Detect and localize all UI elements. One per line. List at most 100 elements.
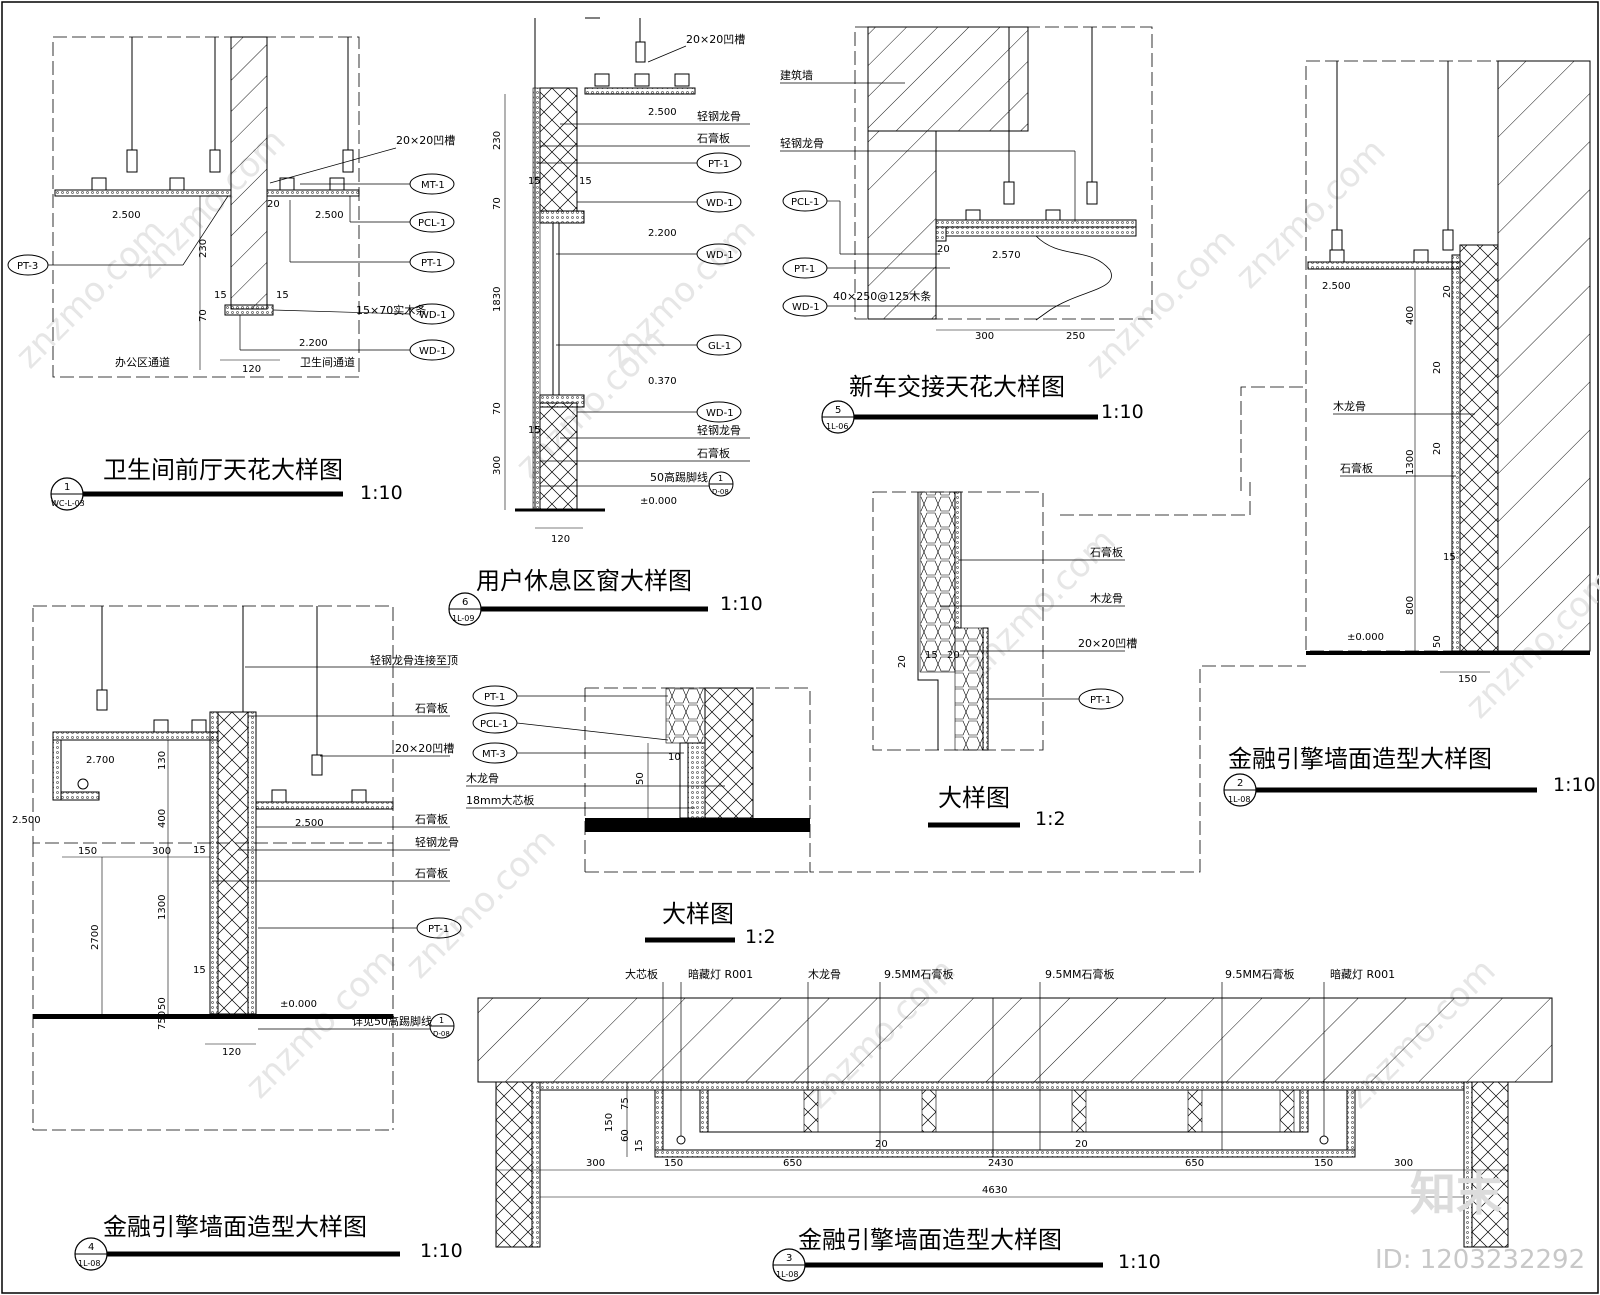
d4-num: 4 xyxy=(88,1242,94,1253)
d2-dim: 50 xyxy=(1432,635,1443,648)
d2-label: 木龙骨 xyxy=(1333,400,1366,413)
d5-dim: 250 xyxy=(1066,331,1085,342)
detail-1-wall xyxy=(230,36,268,310)
d1-ref: WC-L-03 xyxy=(51,499,85,508)
d6-level: 0.370 xyxy=(648,376,677,387)
d3-num: 3 xyxy=(786,1253,792,1264)
d4-dim: 120 xyxy=(222,1047,241,1058)
d4-scale: 1:10 xyxy=(420,1240,463,1262)
d2-dim: 20 xyxy=(1432,442,1443,455)
d5-dim: 300 xyxy=(975,331,994,342)
d1-level: 2.200 xyxy=(299,338,328,349)
d5-tag: PT-1 xyxy=(794,264,815,275)
d6-num: 6 xyxy=(462,597,468,608)
d4-dim: 300 xyxy=(152,846,171,857)
d2-level: ±0.000 xyxy=(1347,632,1384,643)
d2-dim: 15 xyxy=(1443,552,1456,563)
watermark: znzmo.com xyxy=(1228,131,1393,296)
d4-label: 石膏板 xyxy=(415,866,448,880)
d4-level: 2.500 xyxy=(12,815,41,826)
d6-dim: 300 xyxy=(492,456,503,475)
d4-label: 20×20凹槽 xyxy=(395,742,454,755)
dB-title: 大样图 xyxy=(662,900,734,928)
dA-dim: 15 xyxy=(925,650,938,661)
d6-dim: 15 xyxy=(528,425,541,436)
d2-dim: 800 xyxy=(1405,596,1416,615)
d5-dim: 20 xyxy=(937,244,950,255)
d5-title: 新车交接天花大样图 xyxy=(849,373,1065,401)
d5-label: 建筑墙 xyxy=(780,68,813,82)
d5-label: 轻钢龙骨 xyxy=(780,136,824,150)
d6-tag: PT-1 xyxy=(708,159,729,170)
d3-title: 金融引擎墙面造型大样图 xyxy=(798,1226,1062,1254)
watermark: znzmo.com xyxy=(1078,221,1243,386)
d5-ref: 1L-06 xyxy=(826,422,848,431)
d4-dim: 130 xyxy=(157,751,168,770)
d2-dim: 1300 xyxy=(1405,450,1416,475)
d4-dim: 15 xyxy=(193,845,206,856)
d4-level: 2.500 xyxy=(295,818,324,829)
d4-dim: 750 xyxy=(157,1011,168,1030)
d3-label: 暗藏灯 R001 xyxy=(1330,967,1395,981)
d4-label: 石膏板 xyxy=(415,701,448,715)
detail-b: PT-1 PCL-1 MT-3 木龙骨 18mm大芯板 10 50 大样图 1:… xyxy=(466,665,1306,948)
d4-dim: 150 xyxy=(78,846,97,857)
d3-label: 大芯板 xyxy=(625,967,658,981)
d4-dim: 50 xyxy=(157,997,168,1010)
d3-dim: 650 xyxy=(783,1158,802,1169)
d4-level: ±0.000 xyxy=(280,999,317,1010)
dA-tag: PT-1 xyxy=(1090,695,1111,706)
d4-footnum: 1 xyxy=(439,1016,444,1025)
d2-dim: 20 xyxy=(1442,285,1453,298)
d6-label: 轻钢龙骨 xyxy=(697,109,741,123)
dB-scale: 1:2 xyxy=(745,926,776,948)
d1-dim: 20 xyxy=(267,199,280,210)
d1-tag: PCL-1 xyxy=(418,218,446,229)
detail-5-frame xyxy=(854,26,1153,320)
d6-label: 石膏板 xyxy=(697,131,730,145)
d4-tag: PT-1 xyxy=(428,924,449,935)
d3-label: 暗藏灯 R001 xyxy=(688,967,753,981)
d6-label: 轻钢龙骨 xyxy=(697,423,741,437)
d2-title: 金融引擎墙面造型大样图 xyxy=(1228,745,1492,773)
d6-level: ±0.000 xyxy=(640,496,677,507)
detail-2-wall xyxy=(1497,60,1591,652)
watermark: znzmo.com xyxy=(8,211,173,376)
d1-label: 15×70实木条 xyxy=(356,303,426,317)
d4-dim: 2700 xyxy=(90,925,101,950)
d4-dim: 1300 xyxy=(157,895,168,920)
d6-dim: 70 xyxy=(492,402,503,415)
d3-scale: 1:10 xyxy=(1118,1251,1161,1273)
d4-ref: 1L-08 xyxy=(78,1259,100,1268)
d5-tag: WD-1 xyxy=(792,302,820,313)
d6-label: 石膏板 xyxy=(697,446,730,460)
d6-label: 50高踢脚线 xyxy=(650,470,708,484)
d5-level: 2.570 xyxy=(992,250,1021,261)
d1-tag: PT-1 xyxy=(421,258,442,269)
d3-label: 木龙骨 xyxy=(808,968,841,981)
d6-dim: 230 xyxy=(492,131,503,150)
dA-dim: 20 xyxy=(897,655,908,668)
dB-dim: 50 xyxy=(635,772,646,785)
d4-dim: 15 xyxy=(193,965,206,976)
detail-3: 大芯板 暗藏灯 R001 木龙骨 9.5MM石膏板 9.5MM石膏板 9.5MM… xyxy=(477,967,1553,1282)
d3-dim: 300 xyxy=(1394,1158,1413,1169)
d6-tag: WD-1 xyxy=(706,250,734,261)
d3-dim: 300 xyxy=(586,1158,605,1169)
d6-tag: WD-1 xyxy=(706,408,734,419)
detail-1-wood-strip xyxy=(224,304,274,316)
d4-title: 金融引擎墙面造型大样图 xyxy=(103,1213,367,1241)
d1-tag: PT-3 xyxy=(17,261,38,272)
d1-title: 卫生间前厅天花大样图 xyxy=(103,456,343,484)
detail-5-building-wall xyxy=(867,26,1029,132)
d6-dim: 15 xyxy=(528,176,541,187)
d1-dim: 15 xyxy=(214,290,227,301)
d3-dim: 60 xyxy=(620,1129,631,1142)
d5-tag: PCL-1 xyxy=(791,197,819,208)
d6-label: 20×20凹槽 xyxy=(686,33,745,46)
dB-tag: PT-1 xyxy=(484,692,505,703)
d2-scale: 1:10 xyxy=(1553,774,1596,796)
d1-dim: 120 xyxy=(242,364,261,375)
d3-label: 9.5MM石膏板 xyxy=(884,967,953,981)
